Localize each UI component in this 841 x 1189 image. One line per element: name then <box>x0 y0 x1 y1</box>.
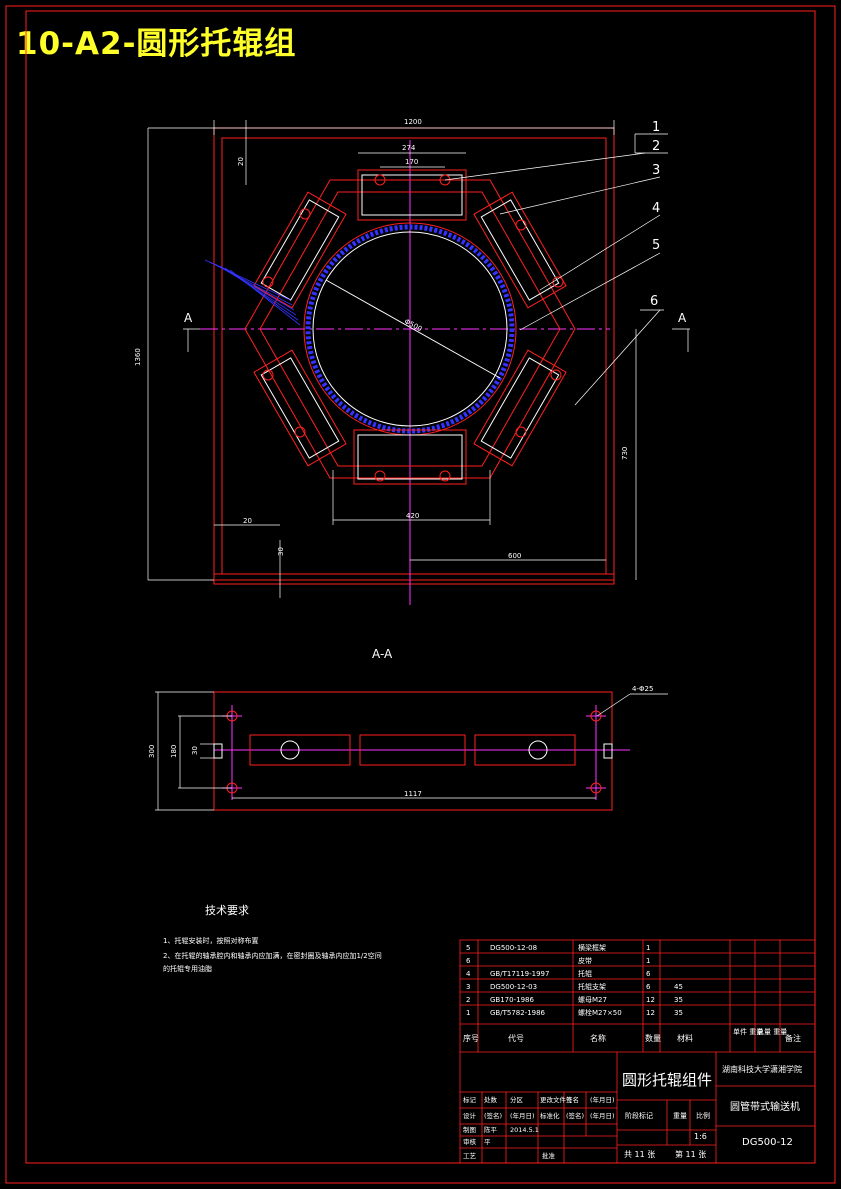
bom-cell-qty: 6 <box>646 983 651 991</box>
outer-border <box>5 5 836 1184</box>
balloon-4: 4 <box>652 201 660 216</box>
bom-header-code: 代号 <box>508 1033 524 1043</box>
balloon-5: 5 <box>652 238 660 253</box>
bom-cell-no: 6 <box>466 957 471 965</box>
bom-header-mat: 材料 <box>677 1033 693 1043</box>
title-block-cell: (年月日) <box>590 1095 615 1104</box>
bom-header-name: 名称 <box>590 1033 606 1043</box>
title-block-cell: 制图 <box>463 1125 476 1134</box>
dim-730: 730 <box>621 447 629 460</box>
tech-req-line2: 2、在托辊的轴承腔内和轴承内应加满，在密封圈及轴承内应加1/2空间 <box>163 951 382 960</box>
bom-cell-code: GB/T5782-1986 <box>490 1009 546 1017</box>
bom-cell-name: 螺母M27 <box>578 995 607 1004</box>
bom-cell-mat: 35 <box>674 1009 683 1017</box>
bom-header-unit-weight: 单件 重量 <box>733 1027 763 1036</box>
bom-cell-code: DG500-12-08 <box>490 944 537 952</box>
balloon-1: 1 <box>652 120 660 135</box>
bom-cell-qty: 6 <box>646 970 651 978</box>
bom-cell-no: 4 <box>466 970 471 978</box>
title-block-cell: 签名 <box>566 1095 579 1104</box>
bom-cell-qty: 12 <box>646 996 655 1004</box>
bom-cell-no: 1 <box>466 1009 470 1017</box>
drawing-title: 10-A2-圆形托辊组 <box>16 26 297 62</box>
dim-20-top: 20 <box>237 157 245 166</box>
inner-border <box>25 10 816 1164</box>
balloon-2: 2 <box>652 139 660 154</box>
bom-header-total-weight: 总量 重量 <box>757 1027 787 1036</box>
title-block-cell: 审核 <box>463 1137 477 1146</box>
section-label: A-A <box>372 647 393 661</box>
bom-cell-name: 皮带 <box>578 956 592 965</box>
title-block-cell: 设计 <box>463 1111 477 1120</box>
bom-cell-code: GB170-1986 <box>490 996 534 1004</box>
ratio-label: 比例 <box>696 1111 710 1120</box>
dim-274: 274 <box>402 144 416 152</box>
title-block-cell: (年月日) <box>590 1111 615 1120</box>
bom-cell-name: 托辊 <box>578 969 592 978</box>
bolt-callout: 4-Φ25 <box>632 685 653 693</box>
title-block <box>459 939 816 1164</box>
bom-cell-qty: 1 <box>646 957 650 965</box>
drawing-number: DG500-12 <box>742 1137 793 1148</box>
weight-label: 重量 <box>673 1112 687 1120</box>
bom-cell-mat: 45 <box>674 983 683 991</box>
bom-cell-qty: 12 <box>646 1009 655 1017</box>
sheet-number: 第 11 张 <box>675 1149 706 1159</box>
balloon-6: 6 <box>650 294 658 309</box>
title-block-cell: (年月日) <box>510 1111 535 1120</box>
tech-req-line3: 的托辊专用油脂 <box>163 964 212 973</box>
title-block-cell: (签名) <box>566 1111 584 1120</box>
title-block-cell: (签名) <box>484 1111 502 1120</box>
bom-header-qty: 数量 <box>645 1033 661 1043</box>
bom-cell-name: 横梁框架 <box>578 943 606 952</box>
title-block-cell: 标记 <box>463 1095 477 1104</box>
section-mark-left: A <box>184 311 193 325</box>
title-block-cell: 处数 <box>484 1095 498 1104</box>
dim-30: 30 <box>277 547 285 556</box>
bom-cell-no: 5 <box>466 944 470 952</box>
product-name: 圆管带式输送机 <box>730 1100 800 1113</box>
dim-420: 420 <box>406 512 419 520</box>
tech-req-line1: 1、托辊安装时，按照对称布置 <box>163 936 258 945</box>
title-block-cell: 分区 <box>510 1095 524 1104</box>
sec-dim-1117: 1117 <box>404 790 422 798</box>
sec-dim-180: 180 <box>170 745 178 758</box>
bom-cell-name: 螺栓M27×50 <box>578 1008 622 1017</box>
dim-width: 1200 <box>404 118 422 126</box>
bom-header-note: 备注 <box>785 1033 801 1043</box>
bom-header-no: 序号 <box>463 1033 479 1043</box>
sec-dim-300: 300 <box>148 745 156 758</box>
dim-170: 170 <box>405 158 418 166</box>
dim-diameter: Φ500 <box>403 317 423 333</box>
title-block-cell: 更改文件号 <box>540 1095 573 1104</box>
title-block-cell: 陈平 <box>484 1125 498 1134</box>
title-block-cell: 2014.5.1 <box>510 1126 539 1134</box>
bom-cell-code: DG500-12-03 <box>490 983 537 991</box>
stage-label: 阶段标记 <box>625 1111 653 1120</box>
balloon-3: 3 <box>652 163 660 178</box>
bom-cell-no: 3 <box>466 983 470 991</box>
dim-20-bottom: 20 <box>243 517 252 525</box>
sec-dim-30: 30 <box>191 746 199 755</box>
main-view <box>147 120 690 605</box>
bom-cell-mat: 35 <box>674 996 683 1004</box>
tech-req-heading: 技术要求 <box>205 904 249 917</box>
title-block-cell: 批准 <box>542 1151 556 1160</box>
sheet-total: 共 11 张 <box>624 1150 655 1159</box>
section-view <box>155 691 668 811</box>
bom-cell-qty: 1 <box>646 944 650 952</box>
title-block-cell: 工艺 <box>463 1152 477 1160</box>
organization: 湖南科技大学潇湘学院 <box>722 1064 802 1074</box>
part-name: 圆形托辊组件 <box>622 1071 712 1089</box>
bom-cell-name: 托辊支架 <box>578 982 606 991</box>
scale-value: 1:6 <box>694 1132 707 1141</box>
bom-cell-code: GB/T17119-1997 <box>490 970 549 978</box>
dim-height: 1360 <box>134 348 142 366</box>
dim-600: 600 <box>508 552 521 560</box>
title-block-cell: 标准化 <box>540 1111 560 1120</box>
bom-cell-no: 2 <box>466 996 470 1004</box>
title-block-cell: 平 <box>484 1138 491 1146</box>
section-mark-right: A <box>678 311 687 325</box>
